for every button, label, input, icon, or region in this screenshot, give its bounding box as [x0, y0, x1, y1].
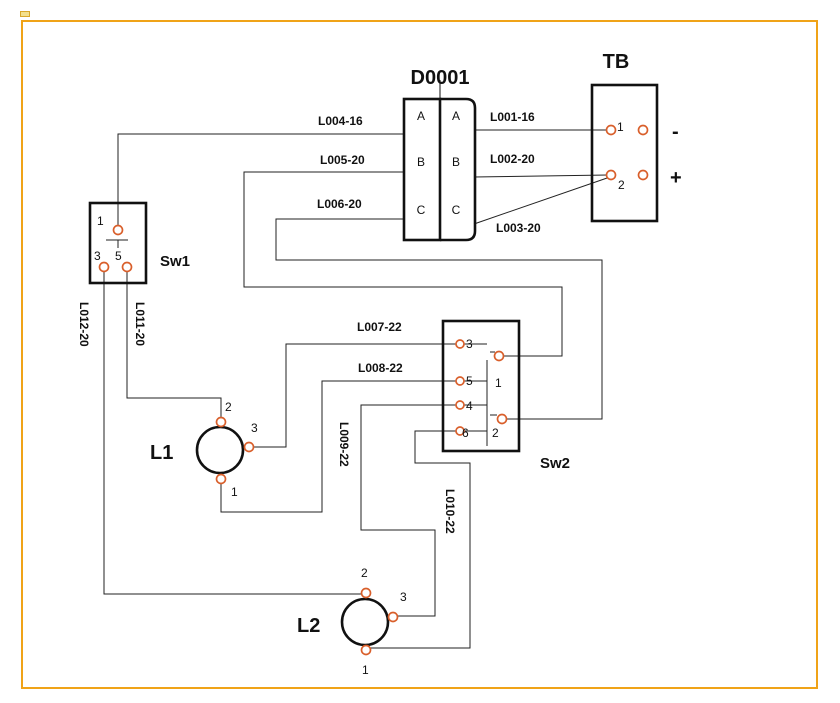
terminal-block-title: TB [603, 51, 630, 73]
l1-pin-2: 2 [225, 400, 232, 414]
sw2-pole-1: 1 [495, 376, 502, 390]
sw2-internal-link [462, 343, 497, 446]
sw2-pin-4: 4 [466, 399, 473, 413]
wire-L002-20 [473, 174, 609, 178]
wire-label-L001-16: L001-16 [490, 110, 535, 124]
l1-terminal-1 [215, 473, 227, 485]
wire-labels: L004-16 L005-20 L006-20 L001-16 L002-20 … [77, 110, 541, 534]
l2-label: L2 [297, 615, 320, 637]
tb-pin-2: 2 [618, 178, 625, 192]
sw2-pin-6: 6 [462, 426, 469, 440]
l2-terminal-1 [360, 644, 372, 656]
connector-pin-right-a: A [452, 109, 460, 123]
wire-L007-22 [247, 343, 459, 448]
tb-terminal-2-right [637, 169, 649, 181]
l1-label: L1 [150, 442, 173, 464]
wire-label-L012-20: L012-20 [77, 302, 91, 347]
wire-L009-22 [360, 404, 459, 617]
sw2-terminal-pole-1 [493, 350, 505, 362]
sw1-pin-5: 5 [115, 249, 122, 263]
sw2-pin-5: 5 [466, 374, 473, 388]
wires [103, 129, 611, 649]
wire-label-L009-22: L009-22 [337, 422, 351, 467]
wire-label-L002-20: L002-20 [490, 152, 535, 166]
sw1-pin-1: 1 [97, 214, 104, 228]
lamp-l2: 2 3 1 L2 [297, 566, 407, 677]
sw2-terminal-4 [455, 400, 465, 410]
wire-label-L010-22: L010-22 [443, 489, 457, 534]
l2-pin-2: 2 [361, 566, 368, 580]
sw2-terminal-pole-2 [496, 413, 508, 425]
sw1-label: Sw1 [160, 253, 190, 270]
switch-sw1: 1 3 5 Sw1 [88, 201, 190, 285]
corner-note-icon [20, 11, 30, 17]
wire-L003-20 [473, 176, 611, 225]
sw1-internal-link [106, 239, 128, 248]
connector-pin-left-b: B [417, 155, 425, 169]
sw1-terminal-3 [98, 261, 110, 273]
sw2-terminal-5 [455, 376, 465, 386]
wire-L010-22 [366, 430, 471, 649]
connector-pin-right-c: C [452, 203, 461, 217]
sw1-terminal-5 [121, 261, 133, 273]
connector-d0001: D0001 A B C A B C [402, 67, 477, 242]
connector-title: D0001 [411, 67, 470, 89]
wire-L006-20 [275, 218, 603, 420]
connector-pin-left-a: A [417, 109, 425, 123]
wire-label-L008-22: L008-22 [358, 361, 403, 375]
sw2-terminal-6 [455, 426, 465, 436]
tb-terminal-2-left [605, 169, 617, 181]
l1-terminal-3 [243, 441, 255, 453]
l1-pin-3: 3 [251, 421, 258, 435]
tb-polarity-minus: - [672, 121, 679, 143]
wire-L005-20 [243, 171, 563, 357]
sw2-terminal-3 [455, 339, 465, 349]
sw2-label: Sw2 [540, 455, 570, 472]
sw1-body [88, 201, 148, 285]
sw2-pin-3: 3 [466, 337, 473, 351]
l2-pin-3: 3 [400, 590, 407, 604]
sw1-pin-3: 3 [94, 249, 101, 263]
connector-pin-left-c: C [417, 203, 426, 217]
wire-L008-22 [220, 380, 459, 513]
l2-terminal-3 [387, 611, 399, 623]
sw1-terminal-1 [112, 224, 124, 236]
l1-pin-1: 1 [231, 485, 238, 499]
wire-L012-20 [103, 268, 366, 595]
sw2-body [441, 319, 521, 453]
connector-pin-right-b: B [452, 155, 460, 169]
wire-label-L006-20: L006-20 [317, 197, 362, 211]
wire-label-L005-20: L005-20 [320, 153, 365, 167]
wire-L004-16 [117, 133, 405, 226]
terminal-block-body [590, 83, 659, 223]
wire-label-L011-20: L011-20 [133, 302, 147, 346]
l2-terminal-2 [360, 587, 372, 599]
sw2-pole-2: 2 [492, 426, 499, 440]
wire-label-L004-16: L004-16 [318, 114, 363, 128]
tb-terminal-1-left [605, 124, 617, 136]
l1-terminal-2 [215, 416, 227, 428]
l2-body [340, 597, 390, 647]
terminal-block-tb: TB 1 2 - + [590, 51, 682, 223]
connector-left-half [402, 97, 442, 242]
wire-label-L003-20: L003-20 [496, 221, 541, 235]
l1-body [195, 425, 245, 475]
diagram-frame [21, 20, 818, 689]
tb-pin-1: 1 [617, 120, 624, 134]
wire-L011-20 [126, 268, 222, 420]
tb-terminal-1-right [637, 124, 649, 136]
lamp-l1: 2 3 1 L1 [150, 400, 258, 499]
tb-polarity-plus: + [670, 167, 682, 189]
l2-pin-1: 1 [362, 663, 369, 677]
connector-right-half [440, 97, 477, 242]
switch-sw2: 3 5 4 6 1 2 Sw2 [441, 319, 570, 472]
wire-label-L007-22: L007-22 [357, 320, 402, 334]
